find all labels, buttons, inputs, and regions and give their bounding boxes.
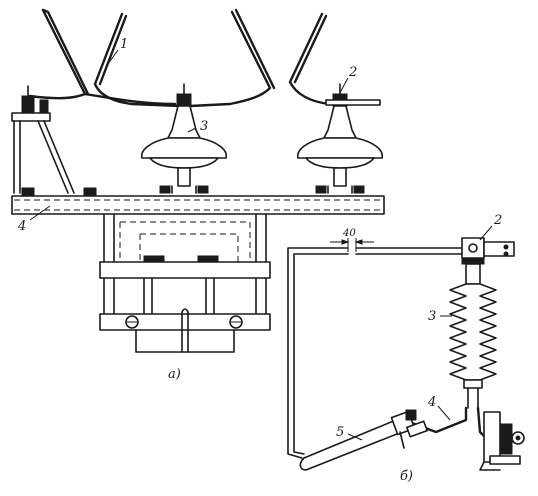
horn-rod [287,247,463,459]
insulator-middle [141,83,227,194]
label-horn-1: 1 [120,37,128,52]
label-frame-4-b: 4 [427,395,436,410]
insulator-ribbed [449,263,497,409]
base-plate [11,187,385,215]
clamp-b [461,237,515,265]
view-a: 1 2 3 4 а) [11,8,385,382]
caption-a: а) [168,367,181,382]
left-bracket [11,85,75,194]
mounting-bracket [99,213,271,353]
insulator-right [297,83,383,194]
label-insulator-3-b: 3 [428,309,436,324]
horn-wires [28,8,347,108]
dimension-label: 40 [342,228,356,239]
label-clamp-2-b: 2 [493,213,502,228]
bracket-b [402,406,525,471]
caption-b: б) [400,469,413,484]
view-b: 40 [287,213,525,484]
dimension-40 [330,238,374,252]
leaders-a [29,49,349,221]
leaders-b [347,225,493,441]
label-insulator-3: 3 [200,119,208,134]
label-holder-5: 5 [336,425,344,440]
label-clamp-2: 2 [348,65,357,80]
holder-5 [299,409,428,471]
label-frame-4: 4 [17,219,26,234]
